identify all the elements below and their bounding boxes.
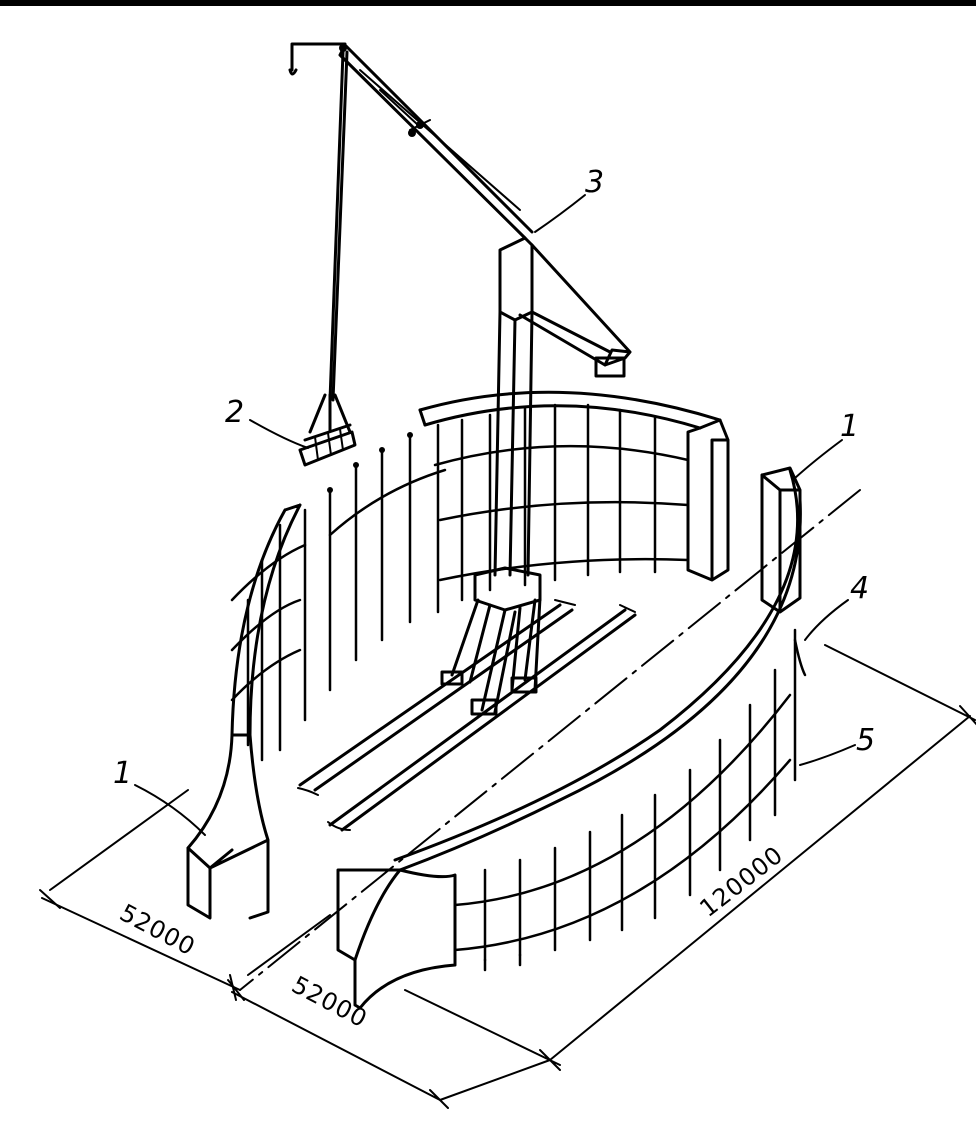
back-wall xyxy=(303,390,730,722)
dimension-width-right: 52000 xyxy=(287,971,372,1034)
label-wall-end-right: 1 xyxy=(840,409,859,444)
left-wall xyxy=(186,503,307,920)
tower-crane xyxy=(288,42,637,832)
right-wall xyxy=(336,466,807,1010)
label-wall-end-left: 1 xyxy=(113,756,132,791)
label-reinforcement-cage: 5 xyxy=(856,723,875,758)
label-lifted-panel: 2 xyxy=(225,395,244,430)
label-wall-top-beam: 4 xyxy=(850,571,869,606)
dimension-lines xyxy=(39,489,976,1109)
lifted-panel xyxy=(298,393,357,467)
label-tower-crane: 3 xyxy=(585,165,604,200)
dimension-length: 120000 xyxy=(694,841,788,923)
callout-leaders xyxy=(134,194,856,836)
